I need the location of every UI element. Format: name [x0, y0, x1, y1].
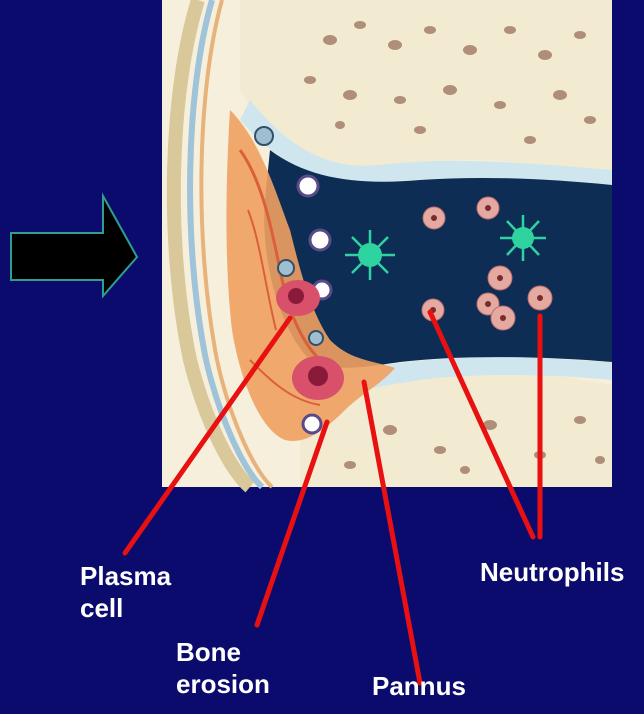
- pannus-label: Pannus: [372, 670, 466, 702]
- plasma-cell-label: Plasma cell: [80, 560, 171, 624]
- bone-erosion-label: Bone erosion: [176, 636, 270, 700]
- arrow-right-icon: [11, 196, 137, 296]
- neutrophils-label: Neutrophils: [480, 556, 624, 588]
- rheumatoid-joint-illustration: [162, 0, 612, 487]
